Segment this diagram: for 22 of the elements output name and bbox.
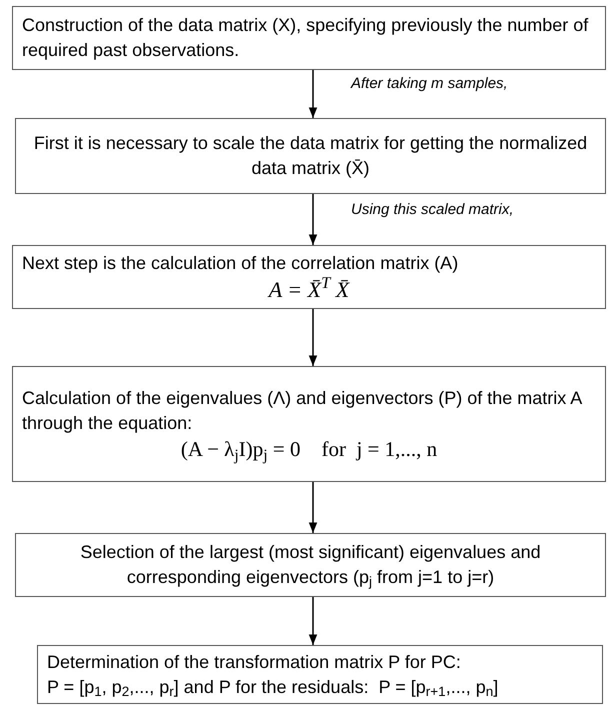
arrow <box>308 309 318 366</box>
arrow <box>308 194 318 245</box>
step-text: Determination of the transformation matrix P for PC: <box>47 650 462 674</box>
arrow <box>308 597 318 645</box>
process-box <box>15 533 606 597</box>
step-text: P = [p$_{1}$, p$_{2}$,..., p$_{r}$] and P for the residuals: P = [p$_{r+1}$,..., p$_{n}$] <box>47 676 500 700</box>
arrow <box>308 70 318 118</box>
process-box <box>15 118 606 194</box>
arrow <box>308 482 318 533</box>
step-text: Selection of the largest (most significant) eigenvalues and corresponding eigenvectors (p$_{j}$ from j=1 to j=r) <box>79 541 542 590</box>
equation: A = X̄$^{T}$ X̄ <box>266 276 351 304</box>
process-box <box>12 245 606 309</box>
step-text: Calculation of the eigenvalues (Λ) and eigenvectors (P) of the matrix A through the equation: <box>22 387 583 435</box>
process-box <box>12 6 606 70</box>
step-text: Construction of the data matrix (X), specifying previously the number of required past observations. <box>22 14 590 62</box>
edge-label: Using this scaled matrix, <box>351 202 514 216</box>
equation: (A − λ$_{j}$I)p$_{j}$ = 0 for j = 1,..., n <box>180 436 438 462</box>
step-text: First it is necessary to scale the data matrix for getting the normalized data matrix (X̄) <box>32 132 588 180</box>
process-box <box>12 366 606 482</box>
edge-label: After taking m samples, <box>351 76 508 91</box>
step-text: Next step is the calculation of the correlation matrix (A) <box>22 252 460 275</box>
process-box <box>37 645 603 704</box>
